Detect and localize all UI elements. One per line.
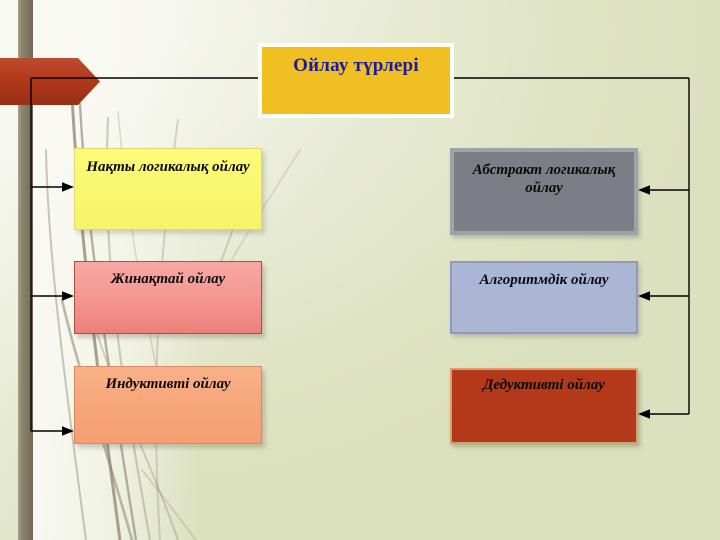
node-label: Жинақтай ойлау — [110, 271, 226, 287]
slide-title-box: Ойлау түрлері — [258, 43, 454, 118]
banner-arrow-shape — [0, 58, 100, 105]
node-label: Индуктивті ойлау — [105, 376, 231, 392]
banner-arrow-shading — [0, 58, 100, 105]
node-label: Алгоритмдік ойлау — [479, 272, 609, 288]
page-title: Ойлау түрлері — [293, 55, 419, 76]
bamboo-stalk-decoration — [18, 0, 33, 540]
node-abstrakt-logikalyk-oilau: Абстракт логикалық ойлау — [450, 148, 638, 235]
node-label: Дедуктивті ойлау — [483, 377, 605, 393]
bamboo-stalk-highlight — [18, 0, 22, 540]
node-label: Абстракт логикалық ойлау — [472, 162, 616, 197]
node-algoritmdik-oilau: Алгоритмдік ойлау — [450, 261, 638, 334]
node-nakty-logikalyk-oilau: Нақты логикалық ойлау — [74, 148, 262, 230]
node-deduktivti-oilau: Дедуктивті ойлау — [450, 368, 638, 444]
node-zhinaktai-oilau: Жинақтай ойлау — [74, 261, 262, 334]
node-label: Нақты логикалық ойлау — [86, 159, 250, 175]
node-induktivti-oilau: Индуктивті ойлау — [74, 366, 262, 444]
